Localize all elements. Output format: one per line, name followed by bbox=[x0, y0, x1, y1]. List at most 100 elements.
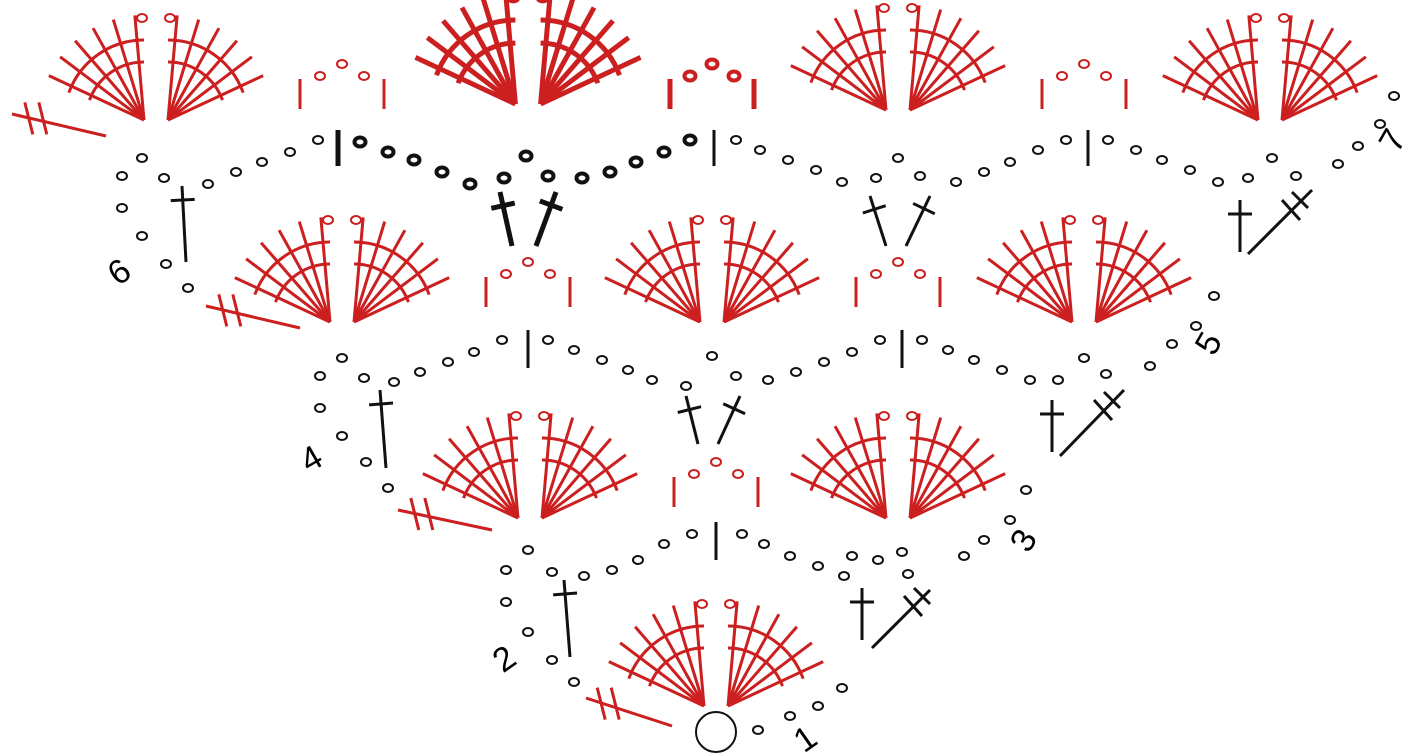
chain-stitch-icon bbox=[1020, 485, 1032, 495]
fan-treble bbox=[319, 217, 332, 323]
fan-arc bbox=[1281, 60, 1338, 101]
fan-treble bbox=[790, 64, 887, 112]
chain-stitch-icon bbox=[1078, 59, 1090, 69]
fan-treble bbox=[353, 257, 439, 324]
fan-treble bbox=[608, 660, 705, 708]
black-stitches bbox=[116, 91, 1400, 753]
chain-stitch-icon bbox=[758, 539, 770, 549]
treble-crossbar bbox=[1290, 190, 1310, 210]
fan-treble bbox=[651, 613, 706, 707]
treble-crochet-icon bbox=[1058, 388, 1126, 458]
treble-stem bbox=[868, 195, 888, 247]
treble-stem bbox=[378, 389, 388, 469]
chain-stitch-icon bbox=[1144, 361, 1156, 371]
chain-stitch-icon bbox=[996, 365, 1008, 375]
fan-treble bbox=[815, 29, 888, 111]
fan-treble bbox=[277, 229, 332, 323]
row-label-6: 6 bbox=[101, 251, 138, 293]
chain-stitch-icon bbox=[812, 701, 824, 711]
fan-treble bbox=[908, 437, 981, 519]
chain-stitch-icon bbox=[358, 71, 370, 81]
fan-treble bbox=[619, 641, 705, 708]
chain-stitch-icon bbox=[706, 351, 718, 361]
chain-stitch-icon bbox=[1242, 173, 1254, 183]
fan-arc bbox=[830, 458, 887, 499]
fan-cluster-icon bbox=[205, 215, 450, 330]
chain-stitch-icon bbox=[892, 153, 904, 163]
chain-stitch-icon bbox=[958, 551, 970, 561]
chain-stitch-icon bbox=[1064, 215, 1076, 225]
treble-crochet-icon bbox=[1228, 200, 1252, 252]
fan-arc bbox=[67, 38, 145, 94]
chain-stitch-icon bbox=[160, 259, 172, 269]
chain-stitch-icon bbox=[544, 269, 556, 279]
red-arch-icon bbox=[298, 59, 386, 109]
fan-arc bbox=[455, 40, 516, 85]
chain-stitch-icon bbox=[136, 153, 148, 163]
fan-treble bbox=[447, 437, 520, 519]
chain-stitch-icon bbox=[1266, 153, 1278, 163]
chain-stitch-icon bbox=[1388, 91, 1400, 101]
fan-arc bbox=[995, 240, 1073, 296]
chain-stitch-icon bbox=[1190, 321, 1202, 331]
chain-stitch-icon bbox=[350, 215, 362, 225]
chain-stitch-icon bbox=[732, 469, 744, 479]
fan-treble bbox=[1001, 241, 1074, 323]
fan-tail bbox=[585, 696, 673, 728]
fan-treble bbox=[722, 229, 777, 323]
chain-stitch-icon bbox=[462, 177, 478, 191]
fan-treble bbox=[1019, 229, 1074, 323]
treble-stem bbox=[904, 195, 932, 247]
fan-treble bbox=[667, 221, 702, 323]
chain-stitch-icon bbox=[602, 165, 618, 179]
fan-arc bbox=[462, 458, 519, 499]
chain-stitch-icon bbox=[790, 367, 802, 377]
chain-stitch-icon bbox=[1208, 291, 1220, 301]
chain-stitch-icon bbox=[336, 353, 348, 363]
chain-stitch-icon bbox=[136, 13, 148, 23]
chain-stitch-icon bbox=[916, 335, 928, 345]
chain-stitch-icon bbox=[692, 215, 704, 225]
fan-treble bbox=[647, 229, 702, 323]
chain-stitch-icon bbox=[164, 13, 176, 23]
fan-treble bbox=[727, 660, 824, 708]
chain-stitch-icon bbox=[256, 157, 268, 167]
fan-treble bbox=[1061, 217, 1074, 323]
fan-treble bbox=[726, 601, 739, 707]
chain-stitch-icon bbox=[1078, 353, 1090, 363]
chain-stitch-icon bbox=[784, 711, 796, 721]
fan-treble bbox=[908, 413, 921, 519]
fan-treble bbox=[853, 417, 888, 519]
chain-stitch-icon bbox=[736, 529, 748, 539]
chain-stitch-icon bbox=[496, 171, 512, 185]
treble-crochet-icon bbox=[850, 588, 874, 640]
fan-treble bbox=[727, 641, 813, 708]
fan-cluster-icon bbox=[11, 13, 264, 138]
fan-treble bbox=[352, 229, 407, 323]
fan-treble bbox=[908, 29, 981, 111]
chain-stitch-icon bbox=[704, 57, 720, 71]
chain-stitch-icon bbox=[1060, 135, 1072, 145]
chain-stitch-icon bbox=[522, 627, 534, 637]
chain-stitch-icon bbox=[978, 535, 990, 545]
fan-treble bbox=[297, 221, 332, 323]
chain-stitch-icon bbox=[518, 149, 534, 163]
fan-arc bbox=[809, 28, 887, 84]
fan-treble bbox=[671, 605, 706, 707]
treble-crochet-icon bbox=[677, 395, 702, 445]
fan-treble bbox=[1095, 276, 1192, 324]
chain-stitch-icon bbox=[116, 203, 128, 213]
chain-stitch-icon bbox=[812, 561, 824, 571]
red-arch-icon bbox=[1040, 59, 1128, 109]
fan-treble bbox=[73, 39, 146, 121]
fan-treble bbox=[615, 257, 701, 324]
fan-arc bbox=[253, 240, 331, 296]
chain-stitch-icon bbox=[622, 365, 634, 375]
fan-treble bbox=[853, 9, 888, 111]
chain-stitch-icon bbox=[322, 215, 334, 225]
chain-stitch-icon bbox=[542, 335, 554, 345]
fan-treble bbox=[987, 257, 1073, 324]
fan-arc bbox=[723, 240, 801, 296]
chain-stitch-icon bbox=[380, 145, 396, 159]
chain-stitch-icon bbox=[1102, 135, 1114, 145]
